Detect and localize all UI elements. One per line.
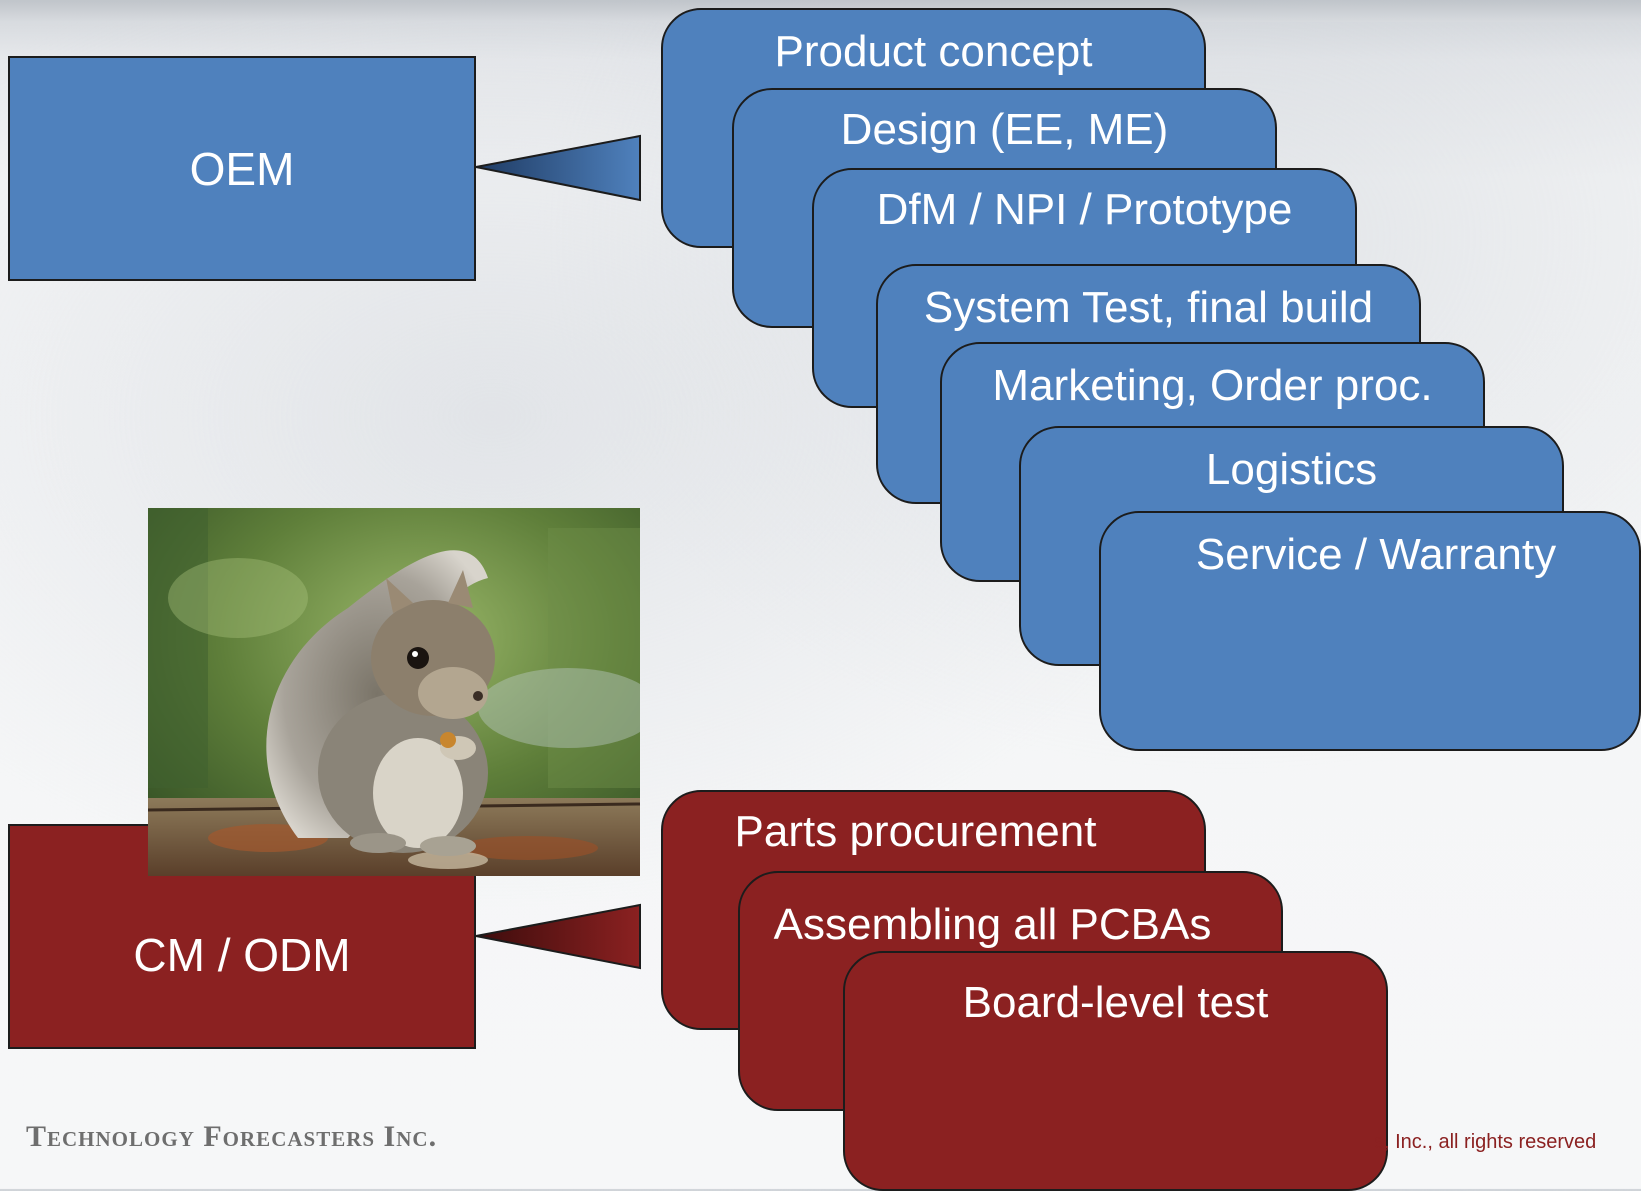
oem-step-label: Logistics: [1205, 445, 1378, 494]
oem-step-label: Marketing, Order proc.: [992, 361, 1433, 410]
oem-step-label: Service / Warranty: [1195, 530, 1557, 579]
cm-step-label: Parts procurement: [734, 807, 1097, 856]
oem-step-label: Product concept: [774, 27, 1093, 76]
cm-step-label: Board-level test: [962, 978, 1269, 1027]
cm-odm-label: CM / ODM: [133, 928, 351, 981]
cm-step-label: Assembling all PCBAs: [773, 900, 1212, 949]
copyright-text: s, Inc., all rights reserved: [1374, 1131, 1597, 1153]
squirrel-photo: [148, 508, 640, 876]
cm-step-card: Board-level test: [843, 951, 1388, 1191]
oem-step-card: Service / Warranty: [1099, 511, 1641, 751]
oem-step-label: Design (EE, ME): [840, 105, 1169, 154]
oem-step-label: DfM / NPI / Prototype: [876, 185, 1293, 234]
company-logo: Technology Forecasters Inc.: [26, 1120, 438, 1153]
oem-step-label: System Test, final build: [923, 283, 1374, 332]
oem-box: OEM: [8, 56, 476, 281]
oem-label: OEM: [189, 142, 295, 195]
cm-pointer: [475, 903, 641, 970]
oem-pointer: [475, 134, 641, 202]
